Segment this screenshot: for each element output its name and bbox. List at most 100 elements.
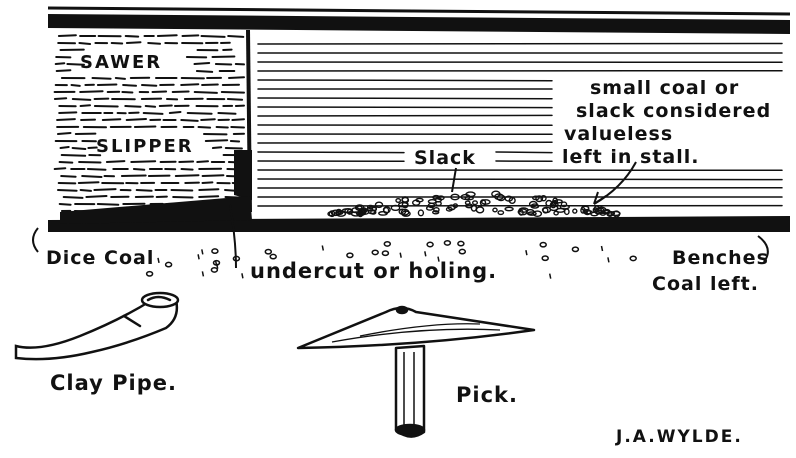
hatch-stroke — [201, 83, 219, 86]
hatch-stroke — [71, 98, 92, 101]
holing-mark — [381, 250, 390, 257]
slack-lump — [432, 210, 440, 215]
hatch-stroke — [120, 174, 147, 177]
slack-lump — [492, 207, 498, 213]
slack-lump — [470, 204, 478, 212]
slack-lump — [412, 199, 421, 206]
slack-pile — [327, 190, 621, 218]
slack-lump — [335, 210, 347, 217]
hatch-stroke — [228, 76, 245, 79]
hatch-stroke — [226, 98, 244, 101]
slack-label: Slack — [414, 147, 476, 169]
hatch-stroke — [193, 91, 218, 94]
slack-lump — [401, 210, 411, 217]
slack-lump — [427, 202, 436, 209]
hatch-stroke — [91, 77, 112, 80]
hatch-stroke — [71, 147, 87, 150]
slack-leader — [451, 167, 457, 193]
hatch-stroke — [180, 119, 199, 122]
holing-mark — [607, 257, 610, 263]
slack-lump — [494, 193, 505, 201]
slack-lump — [464, 195, 474, 201]
hatch-stroke — [79, 104, 91, 107]
slack-lump — [327, 211, 334, 217]
holing-mark — [548, 273, 552, 279]
hatch-stroke — [77, 181, 100, 184]
hatch-stroke — [81, 175, 103, 178]
hatch-stroke — [200, 35, 226, 38]
hatch-stroke — [124, 105, 142, 108]
note-line-4: left in stall. — [562, 146, 699, 168]
slack-lump — [450, 193, 460, 201]
slack-lump — [508, 196, 516, 205]
hatch-stroke — [142, 112, 164, 115]
holing-mark — [426, 241, 434, 248]
holing-mark — [539, 241, 547, 248]
hatch-stroke — [168, 111, 182, 114]
hatch-stroke — [158, 104, 173, 107]
slack-lump — [527, 211, 537, 216]
holing-mark — [201, 249, 204, 255]
hatch-stroke — [132, 168, 146, 171]
holing-mark — [211, 248, 219, 255]
hatch-stroke — [114, 77, 126, 80]
slack-lump — [425, 205, 434, 211]
holing-mark — [571, 246, 580, 253]
hatch-stroke — [147, 42, 161, 45]
hatch-stroke — [130, 160, 157, 163]
holing-mark — [424, 251, 427, 257]
slack-lump — [553, 210, 559, 216]
slack-lump — [532, 195, 540, 201]
benches-label: Benches — [672, 247, 769, 269]
holing-mark — [210, 266, 219, 273]
hatch-stroke — [214, 63, 233, 66]
hatch-stroke — [85, 195, 108, 198]
hatch-stroke — [60, 175, 77, 178]
hatch-stroke — [62, 196, 84, 199]
holing-mark — [164, 261, 173, 268]
hatch-stroke — [229, 140, 241, 143]
holing-mark — [600, 245, 604, 252]
slack-lump — [540, 194, 547, 202]
holing-mark — [201, 271, 205, 277]
hatch-stroke — [57, 189, 78, 192]
hatch-stroke — [224, 147, 243, 150]
stratum-line — [257, 42, 783, 45]
clay-pipe-drawing — [14, 291, 180, 361]
hatch-stroke — [193, 62, 211, 65]
roof-band — [48, 14, 790, 34]
hatch-stroke — [186, 112, 213, 115]
dice-coal-bracket — [32, 227, 39, 253]
slack-lump — [549, 205, 559, 212]
holing-mark — [383, 240, 392, 247]
hatch-stroke — [66, 63, 85, 66]
slack-lump — [475, 206, 485, 214]
hatch-stroke — [96, 203, 120, 206]
slack-lump — [383, 206, 390, 214]
stratum-line — [257, 114, 553, 117]
hatch-stroke — [79, 90, 104, 93]
hatch-stroke — [178, 160, 195, 163]
coal-seam — [47, 6, 791, 279]
hatch-stroke — [78, 42, 92, 45]
slack-lump — [374, 201, 384, 209]
hatch-stroke — [53, 167, 67, 170]
stratum-line — [257, 151, 405, 154]
hatch-stroke — [217, 112, 237, 115]
hatch-stroke — [171, 90, 190, 93]
slack-lump — [358, 207, 368, 214]
hatch-stroke — [141, 84, 158, 87]
stratum-line — [257, 97, 553, 100]
hatch-stroke — [125, 118, 147, 121]
hatch-stroke — [198, 195, 220, 198]
slack-lump — [606, 210, 616, 216]
hatch-stroke — [180, 83, 200, 86]
hatch-stroke — [53, 97, 68, 100]
cut-face-block — [50, 30, 248, 218]
slack-lump — [610, 210, 621, 217]
slack-lump — [435, 201, 442, 207]
signature: J.A.WYLDE. — [615, 427, 743, 447]
holing-mark — [197, 254, 200, 260]
hatch-stroke — [227, 35, 245, 38]
dice-coal-label: Dice Coal — [46, 247, 154, 269]
